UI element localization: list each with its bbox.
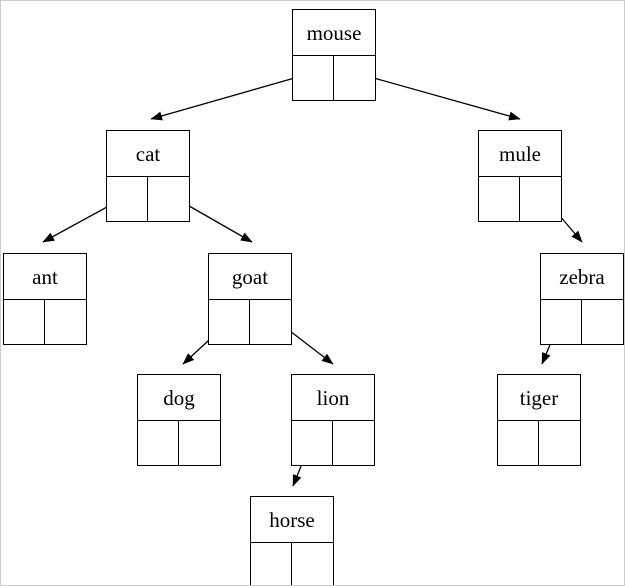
node-left-pointer-goat[interactable]	[209, 300, 250, 344]
tree-node-ant[interactable]: ant	[3, 253, 87, 345]
node-right-pointer-goat[interactable]	[250, 300, 291, 344]
node-pointers-cat	[107, 177, 189, 221]
tree-node-mouse[interactable]: mouse	[292, 9, 376, 101]
node-left-pointer-mule[interactable]	[479, 177, 520, 221]
node-right-pointer-ant[interactable]	[45, 300, 86, 344]
node-right-pointer-zebra[interactable]	[582, 300, 623, 344]
tree-node-lion[interactable]: lion	[291, 374, 375, 466]
node-label-mule: mule	[479, 131, 561, 177]
edge-mouse-left-to-cat	[150, 72, 313, 121]
node-label-horse: horse	[251, 497, 333, 543]
node-left-pointer-lion[interactable]	[292, 421, 333, 465]
node-right-pointer-mule[interactable]	[520, 177, 561, 221]
node-right-pointer-cat[interactable]	[148, 177, 189, 221]
node-right-pointer-horse[interactable]	[292, 543, 333, 585]
node-pointers-mouse	[293, 56, 375, 100]
node-left-pointer-tiger[interactable]	[498, 421, 539, 465]
node-pointers-horse	[251, 543, 333, 585]
tree-node-goat[interactable]: goat	[208, 253, 292, 345]
node-label-mouse: mouse	[293, 10, 375, 56]
node-label-ant: ant	[4, 254, 86, 300]
node-left-pointer-horse[interactable]	[251, 543, 292, 585]
node-pointers-lion	[292, 421, 374, 465]
node-pointers-dog	[138, 421, 220, 465]
node-pointers-ant	[4, 300, 86, 344]
node-label-zebra: zebra	[541, 254, 623, 300]
node-right-pointer-lion[interactable]	[333, 421, 374, 465]
tree-node-horse[interactable]: horse	[250, 496, 334, 585]
node-left-pointer-ant[interactable]	[4, 300, 45, 344]
node-right-pointer-mouse[interactable]	[334, 56, 375, 100]
node-label-dog: dog	[138, 375, 220, 421]
node-label-tiger: tiger	[498, 375, 580, 421]
node-right-pointer-tiger[interactable]	[539, 421, 580, 465]
node-left-pointer-mouse[interactable]	[293, 56, 334, 100]
node-label-cat: cat	[107, 131, 189, 177]
node-right-pointer-dog[interactable]	[179, 421, 220, 465]
tree-node-cat[interactable]: cat	[106, 130, 190, 222]
node-pointers-goat	[209, 300, 291, 344]
node-label-lion: lion	[292, 375, 374, 421]
tree-node-dog[interactable]: dog	[137, 374, 221, 466]
node-pointers-zebra	[541, 300, 623, 344]
tree-node-tiger[interactable]: tiger	[497, 374, 581, 466]
node-pointers-mule	[479, 177, 561, 221]
tree-node-mule[interactable]: mule	[478, 130, 562, 222]
tree-node-zebra[interactable]: zebra	[540, 253, 624, 345]
edge-mouse-right-to-mule	[355, 72, 521, 121]
node-left-pointer-cat[interactable]	[107, 177, 148, 221]
node-left-pointer-dog[interactable]	[138, 421, 179, 465]
node-label-goat: goat	[209, 254, 291, 300]
node-pointers-tiger	[498, 421, 580, 465]
node-left-pointer-zebra[interactable]	[541, 300, 582, 344]
